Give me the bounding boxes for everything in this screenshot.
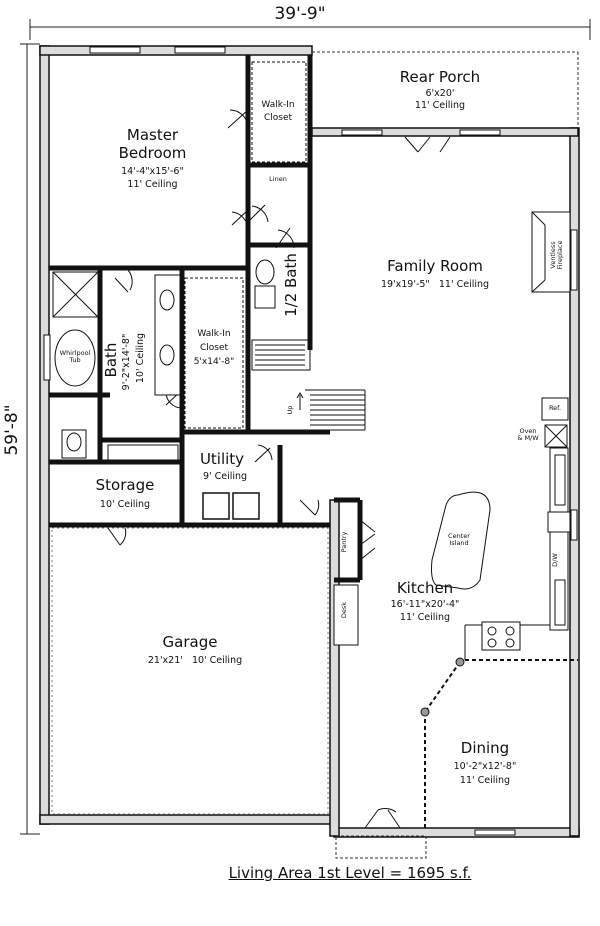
ventless-fireplace-line2: Fireplace	[555, 240, 564, 270]
overall-width-dimension-line	[29, 19, 591, 40]
garage-ceiling: 10' Ceiling	[191, 655, 243, 666]
walk-in-closet-master-line2: Closet	[199, 343, 229, 353]
pantry-label: Pantry	[340, 531, 348, 553]
rear-porch-outline	[312, 51, 579, 128]
closet-shelving	[184, 61, 307, 429]
family-room-size-ceiling: 19'x19'-5" 11' Ceiling	[355, 280, 515, 290]
exterior-walls	[39, 45, 580, 838]
garage-outline	[51, 527, 329, 815]
dining-size: 10'-2"x12'-8"	[453, 761, 517, 772]
kitchen-name: Kitchen	[396, 579, 454, 597]
rear-porch-size: 6'x20'	[425, 88, 455, 99]
utility-ceiling: 9' Ceiling	[202, 471, 248, 482]
center-island-line2: Island	[449, 538, 469, 547]
overall-depth-label: 59'-8"	[2, 404, 22, 456]
oven-line1: Oven	[519, 427, 537, 435]
master-bedroom-ceiling: 11' Ceiling	[127, 179, 178, 190]
walk-in-closet-top-line1: Walk-In	[261, 100, 295, 110]
center-island-line1: Center	[448, 532, 470, 540]
rear-porch-ceiling: 11' Ceiling	[414, 100, 466, 111]
bath-ceiling: 10' Ceiling	[135, 332, 146, 384]
doors	[107, 109, 451, 829]
half-bath-name: 1/2 Bath	[282, 253, 300, 317]
family-room-ceiling: 11' Ceiling	[438, 279, 490, 290]
front-entry-outline	[335, 835, 427, 859]
garage-size: 21'x21'	[147, 655, 183, 666]
fireplace	[531, 211, 571, 293]
kitchen-size: 16'-11"x20'-4"	[390, 599, 460, 610]
whirlpool-tub-line1: Whirlpool	[59, 349, 91, 357]
kitchen-ceiling: 11' Ceiling	[399, 612, 451, 623]
washer-dryer	[202, 492, 260, 520]
dishwasher-label: D/W	[551, 553, 559, 567]
garage-name: Garage	[162, 633, 218, 651]
windows	[43, 46, 578, 836]
stairs	[251, 339, 366, 431]
walk-in-closet-master-line1: Walk-In	[197, 329, 231, 339]
overall-width-label: 39'-9"	[274, 4, 326, 24]
refrigerator-label: Ref.	[548, 404, 562, 412]
rear-porch-name: Rear Porch	[399, 68, 481, 86]
master-bedroom-name-2: Bedroom	[118, 144, 187, 162]
family-room-name: Family Room	[387, 257, 483, 275]
dining-ceiling: 11' Ceiling	[459, 775, 511, 786]
overall-depth-dimension-line	[20, 43, 40, 835]
storage-name: Storage	[95, 476, 155, 494]
kitchen-fixtures	[333, 397, 571, 717]
oven-label: Oven& M/W	[510, 428, 546, 442]
stairs-up-label: Up	[286, 405, 294, 415]
walk-in-closet-master-size: 5'x14'-8"	[193, 357, 235, 367]
garage-size-ceiling: 21'x21' 10' Ceiling	[125, 656, 265, 666]
living-area-label: Living Area 1st Level = 1695 s.f.	[228, 864, 472, 882]
bath-name: Bath	[102, 342, 120, 378]
utility-name: Utility	[199, 450, 245, 468]
family-room-size: 19'x19'-5"	[380, 279, 430, 290]
master-bedroom-name: Master	[126, 126, 179, 144]
linen-label: Linen	[269, 175, 287, 183]
dining-name: Dining	[460, 739, 510, 757]
master-bedroom-size: 14'-4"x15'-6"	[121, 166, 184, 177]
walk-in-closet-top-line2: Closet	[263, 113, 293, 123]
oven-line2: & M/W	[517, 433, 539, 442]
interior-walls	[49, 55, 578, 828]
storage-ceiling: 10' Ceiling	[99, 499, 151, 510]
desk-label: Desk	[340, 601, 348, 619]
bath-size: 9'-2"x14'-8"	[121, 333, 132, 391]
bath-fixtures	[52, 259, 276, 461]
whirlpool-tub-line2: Tub	[69, 355, 81, 364]
